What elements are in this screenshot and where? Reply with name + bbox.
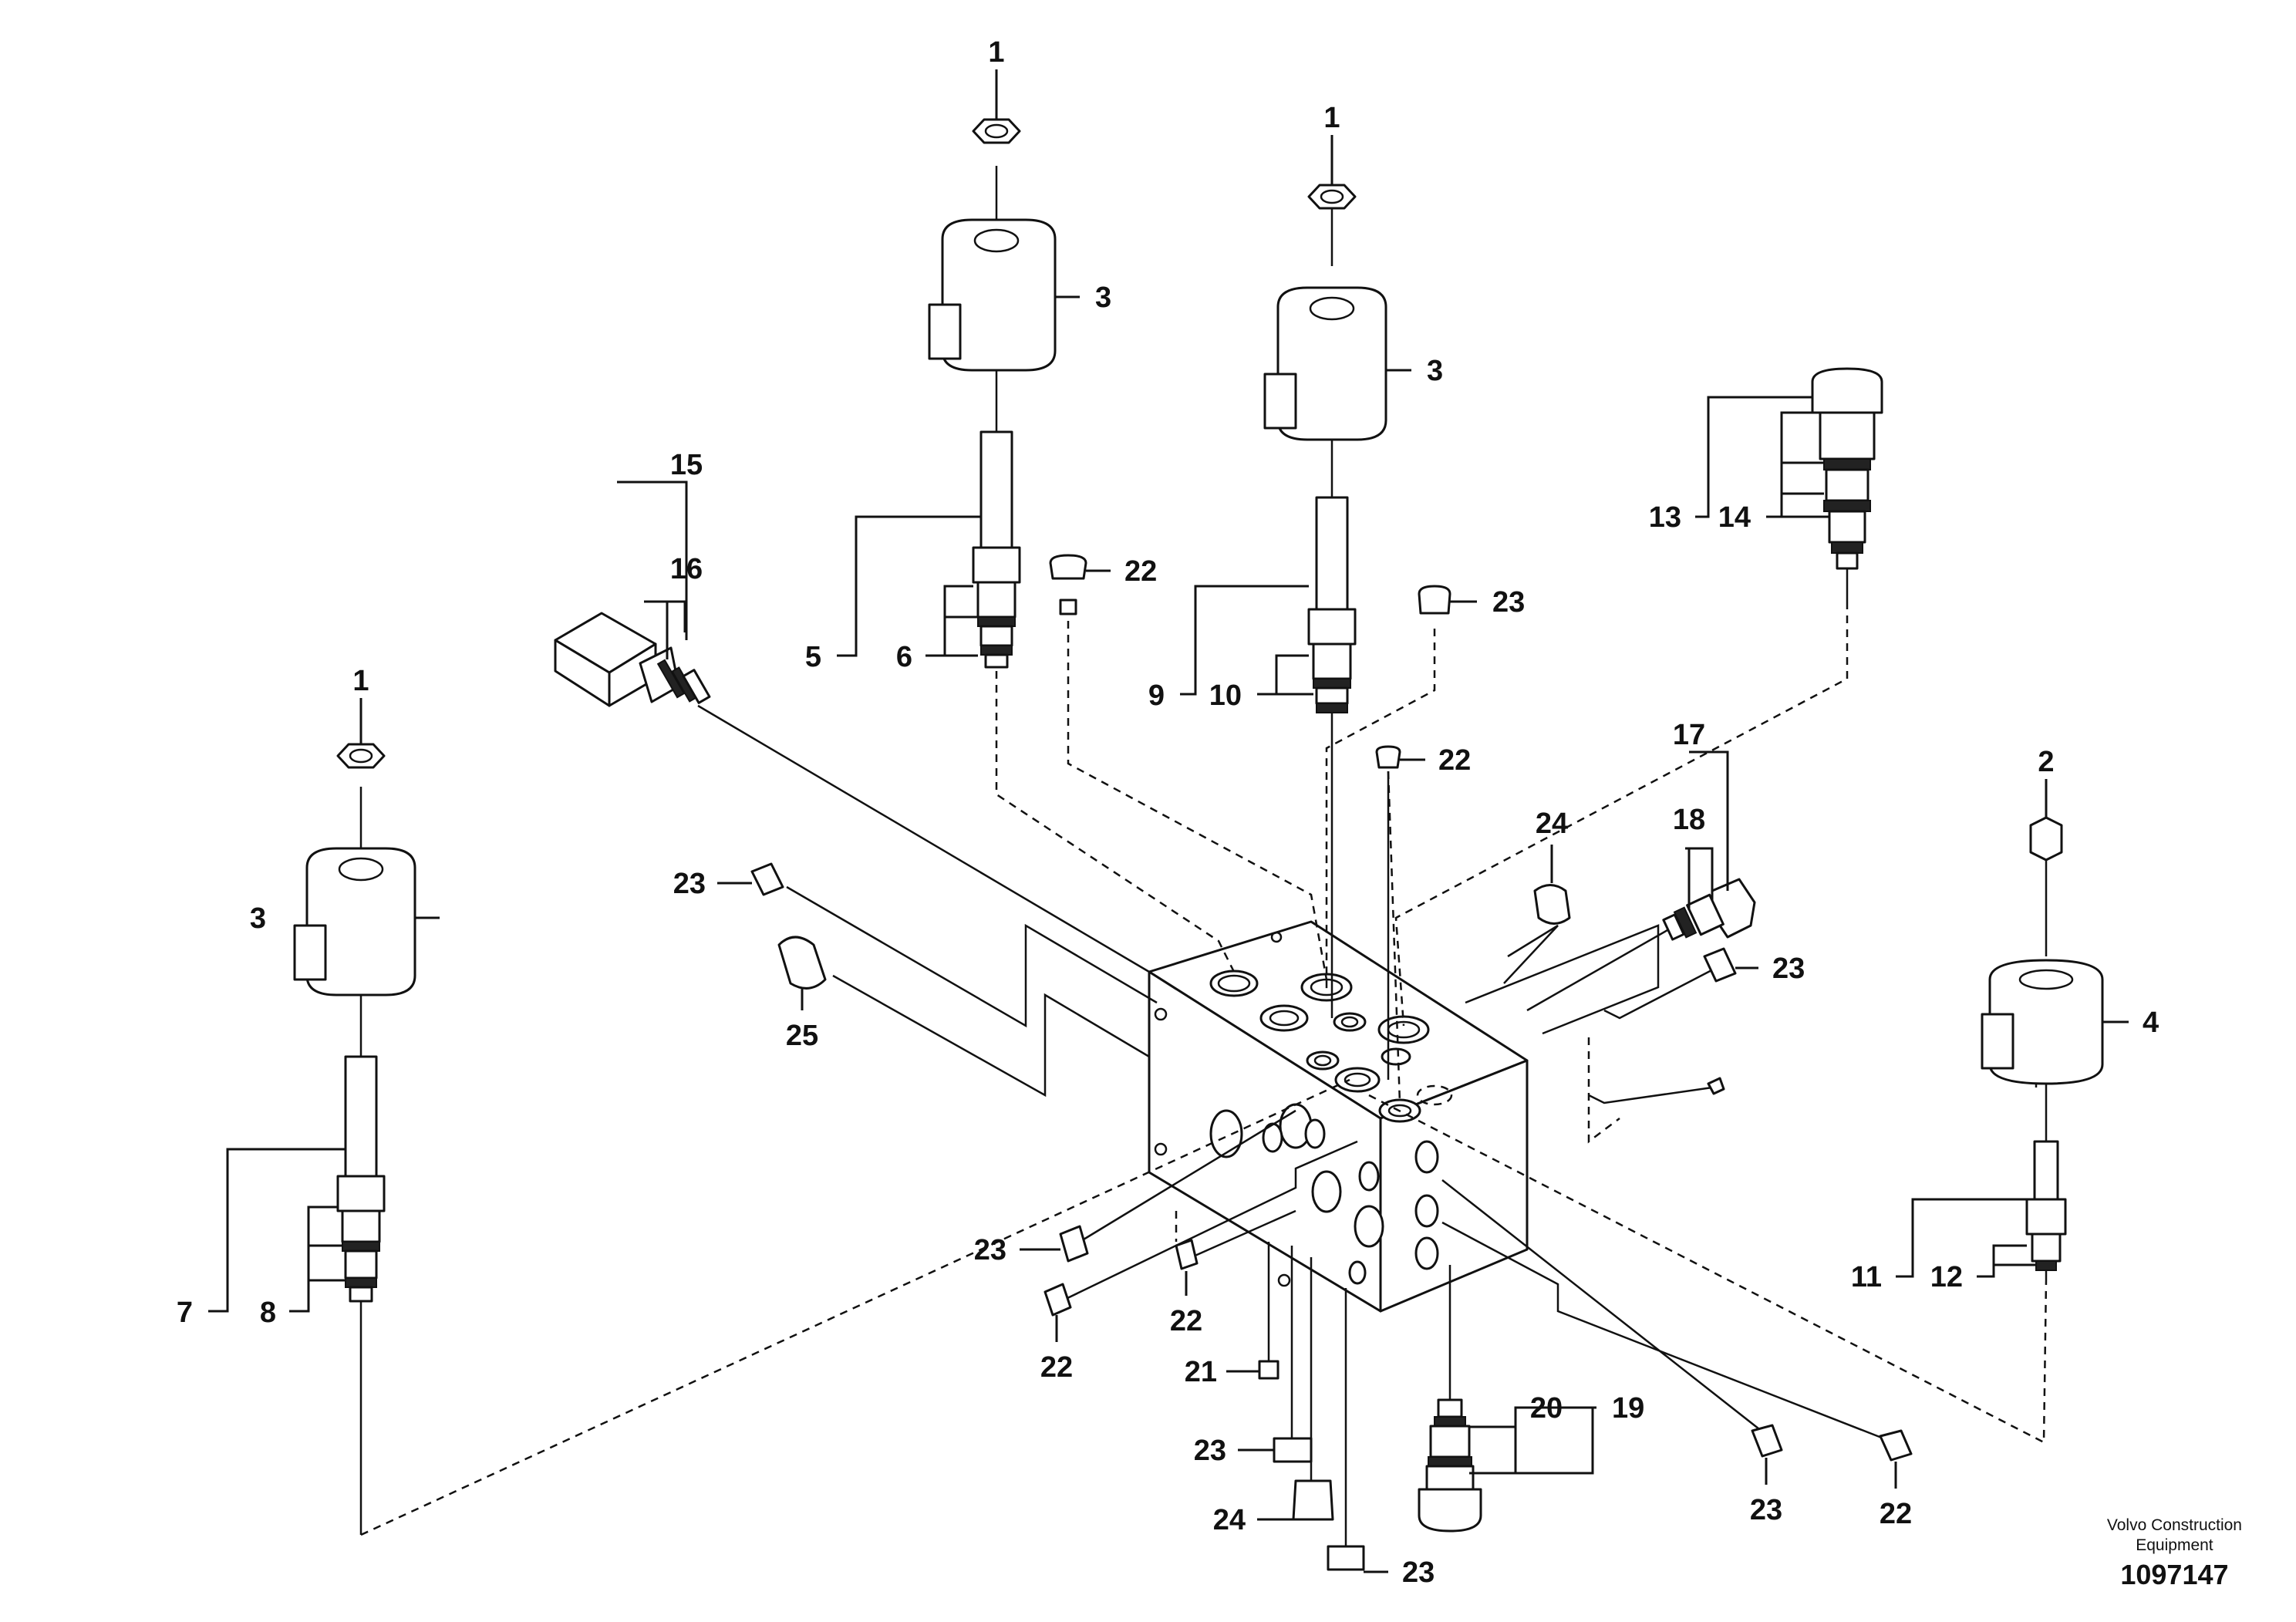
callout-4: 4	[2143, 1007, 2159, 1039]
valve-block	[1148, 920, 1529, 1313]
callout-9: 9	[1148, 679, 1165, 712]
solenoid-coil-3c	[305, 847, 416, 996]
callout-21: 21	[1185, 1356, 1217, 1388]
callout-22b: 22	[1438, 744, 1471, 777]
plug-23f	[1327, 1545, 1365, 1571]
callout-18: 18	[1673, 804, 1705, 836]
plug-22c	[1707, 1077, 1725, 1095]
callout-23c: 23	[1772, 953, 1805, 985]
solenoid-valve-assembly-2	[1263, 184, 1387, 713]
callout-23f: 23	[1402, 1556, 1435, 1589]
plug-22e	[1043, 1283, 1072, 1317]
callout-1a: 1	[988, 36, 1004, 69]
callout-3b: 3	[1427, 355, 1443, 387]
callout-5: 5	[805, 641, 821, 673]
callout-8: 8	[260, 1297, 276, 1329]
callout-2: 2	[2038, 746, 2054, 778]
plug-24a	[1533, 884, 1571, 925]
callout-24b: 24	[1213, 1504, 1246, 1536]
plug-23e	[1273, 1437, 1313, 1463]
valve-stem-7	[344, 1055, 378, 1178]
solenoid-valve-assembly-4	[1981, 816, 2104, 1280]
plug-23c	[1703, 947, 1737, 983]
drawing-number: 1097147	[2120, 1559, 2229, 1590]
cartridge-valve-19	[1418, 1398, 1482, 1533]
hex-nut-1a	[972, 118, 1021, 144]
plug-21	[1258, 1360, 1279, 1380]
coil-connector	[928, 303, 962, 360]
plugs	[750, 554, 1913, 1571]
drawing-footer: Volvo Construction Equipment 1097147	[2107, 1516, 2242, 1591]
plug-23b	[750, 862, 784, 896]
callout-10: 10	[1209, 679, 1242, 712]
brand-line-2: Equipment	[2136, 1536, 2213, 1554]
plug-23g	[1751, 1424, 1783, 1458]
solenoid-coil-3b	[1276, 286, 1387, 441]
cartridge-valve-13	[1811, 367, 1883, 602]
callout-13: 13	[1649, 501, 1681, 534]
callout-22a: 22	[1124, 555, 1157, 588]
callouts: 1 1 1 2 3 3 3 4 5 6 7 8 9 10 11 12 13 14…	[177, 36, 2159, 1589]
plug-23a	[1418, 585, 1451, 615]
brand-line-1: Volvo Construction	[2106, 1516, 2242, 1534]
connection-lines	[359, 166, 2048, 1546]
callout-22e: 22	[1880, 1498, 1912, 1530]
callout-14: 14	[1718, 501, 1751, 534]
solenoid-coil-4	[1988, 959, 2104, 1085]
plug-22f	[1879, 1429, 1913, 1462]
leader-lines	[208, 69, 2129, 1573]
callout-16: 16	[670, 553, 703, 585]
callout-3c: 3	[250, 902, 266, 935]
hex-nut-1b	[1307, 184, 1357, 210]
check-valve-17	[1662, 878, 1756, 941]
plug-22b	[1375, 745, 1401, 769]
callout-12: 12	[1930, 1261, 1963, 1293]
solenoid-coil-3a	[941, 218, 1057, 372]
pressure-sensor-15	[554, 612, 711, 707]
plug-24b	[1292, 1479, 1334, 1521]
callout-23b: 23	[673, 868, 706, 900]
callout-17: 17	[1673, 719, 1705, 751]
valve-stem-5	[979, 430, 1013, 549]
nut-2	[2029, 816, 2063, 862]
callout-19: 19	[1612, 1392, 1644, 1425]
callout-24a: 24	[1536, 808, 1568, 840]
solenoid-valve-assembly-3	[293, 743, 416, 1535]
callout-22d: 22	[1040, 1351, 1073, 1384]
callout-11: 11	[1851, 1261, 1882, 1293]
callout-22c: 22	[1170, 1305, 1202, 1337]
plug-25	[777, 936, 827, 990]
callout-1c: 1	[352, 665, 369, 697]
callout-23d: 23	[974, 1234, 1006, 1266]
callout-23g: 23	[1750, 1494, 1782, 1526]
plug-23d	[1059, 1225, 1089, 1263]
plug-22a	[1049, 554, 1087, 580]
callout-1b: 1	[1323, 102, 1340, 134]
plug-22d	[1175, 1239, 1199, 1270]
callout-6: 6	[896, 641, 912, 673]
valve-stem-9	[1315, 496, 1349, 611]
callout-7: 7	[177, 1297, 193, 1329]
callout-25: 25	[786, 1020, 818, 1052]
hex-nut-1c	[336, 743, 386, 769]
callout-20: 20	[1530, 1392, 1563, 1425]
callout-23e: 23	[1194, 1435, 1226, 1467]
valve-stem-11	[2033, 1140, 2059, 1201]
solenoid-valve-assembly-1	[928, 118, 1057, 669]
callout-23a: 23	[1492, 586, 1525, 619]
callout-15: 15	[670, 449, 703, 481]
callout-3a: 3	[1095, 282, 1111, 314]
